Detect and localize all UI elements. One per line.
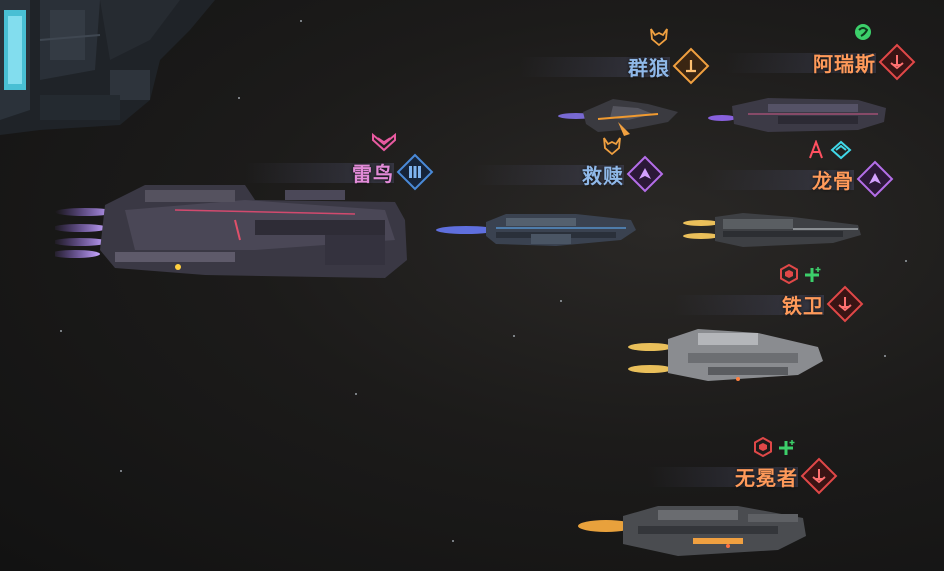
ship-name-alisi: 阿瑞斯 [813, 51, 876, 76]
ship-name-longgu: 龙骨 [812, 168, 854, 193]
orange-wolf-emblem-icon [603, 137, 621, 156]
cruiser-icon [856, 160, 894, 198]
ship-label-alisi[interactable]: 阿瑞斯 [722, 43, 916, 81]
ship-name-jiushu: 救赎 [582, 163, 624, 188]
ship-jiushu[interactable] [436, 208, 641, 250]
ship-label-leiniao[interactable]: 雷鸟 [240, 153, 434, 191]
space-station [0, 0, 215, 135]
pink-chevron-emblem-icon [372, 132, 396, 152]
ship-label-longgu[interactable]: 龙骨 [700, 160, 894, 198]
ship-name-wumianzhe: 无冕者 [735, 465, 798, 490]
ship-name-tiewei: 铁卫 [782, 293, 824, 318]
ship-wumianzhe[interactable] [578, 500, 813, 560]
ship-label-wumianzhe[interactable]: 无冕者 [640, 457, 838, 495]
ship-tiewei[interactable] [628, 325, 828, 387]
ship-qunlang[interactable] [558, 94, 683, 139]
ship-name-qunlang: 群狼 [628, 55, 670, 80]
red-missile-emblem-icon [809, 140, 823, 159]
ship-alisi[interactable] [708, 94, 890, 136]
ship-leiniao[interactable] [55, 180, 415, 285]
red-hex-emblem-icon [780, 264, 798, 284]
ship-name-leiniao: 雷鸟 [352, 161, 394, 186]
green-bio-emblem-icon [855, 24, 871, 40]
destroyer-icon [878, 43, 916, 81]
ship-label-jiushu[interactable]: 救赎 [474, 155, 664, 193]
carrier-icon [396, 153, 434, 191]
frigate-icon [672, 47, 710, 85]
destroyer-icon [826, 285, 864, 323]
red-hex-emblem-icon [754, 437, 772, 457]
ship-label-tiewei[interactable]: 铁卫 [670, 285, 864, 323]
cruiser-icon [626, 155, 664, 193]
ship-longgu[interactable] [683, 211, 865, 253]
cyan-wing-emblem-icon [830, 140, 852, 160]
ship-label-qunlang[interactable]: 群狼 [520, 47, 710, 85]
green-plus-emblem-icon [805, 267, 821, 282]
orange-wolf-emblem-icon [650, 28, 668, 47]
destroyer-icon [800, 457, 838, 495]
green-plus-emblem-icon [779, 440, 795, 455]
